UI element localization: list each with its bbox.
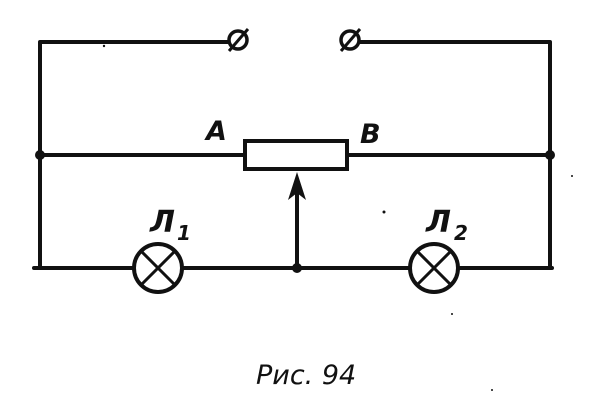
label-point-a: A [204,116,227,147]
label-point-b: B [360,119,381,150]
svg-text:1: 1 [177,221,191,245]
lamp-2 [408,242,460,294]
label-lamp-1: Л 1 [149,205,191,245]
top-right-wire [358,40,552,157]
lamp-branch: Л 1 Л 2 [32,153,554,294]
terminal-right [339,28,362,52]
lamp-1 [132,242,184,294]
svg-text:Л: Л [425,205,451,240]
scan-specks [102,44,573,391]
node-bottom [292,263,302,273]
svg-text:2: 2 [454,221,468,245]
slider-contact [288,172,306,270]
figure-caption: Рис. 94 [256,360,356,391]
svg-text:Л: Л [149,205,175,240]
label-lamp-2: Л 2 [425,205,468,245]
top-left-wire [38,40,230,157]
supply-branch [38,28,552,157]
rheostat-branch: A B [35,116,555,171]
rheostat [243,139,349,171]
terminal-left [227,28,250,52]
slider-arrow-icon [288,172,306,200]
